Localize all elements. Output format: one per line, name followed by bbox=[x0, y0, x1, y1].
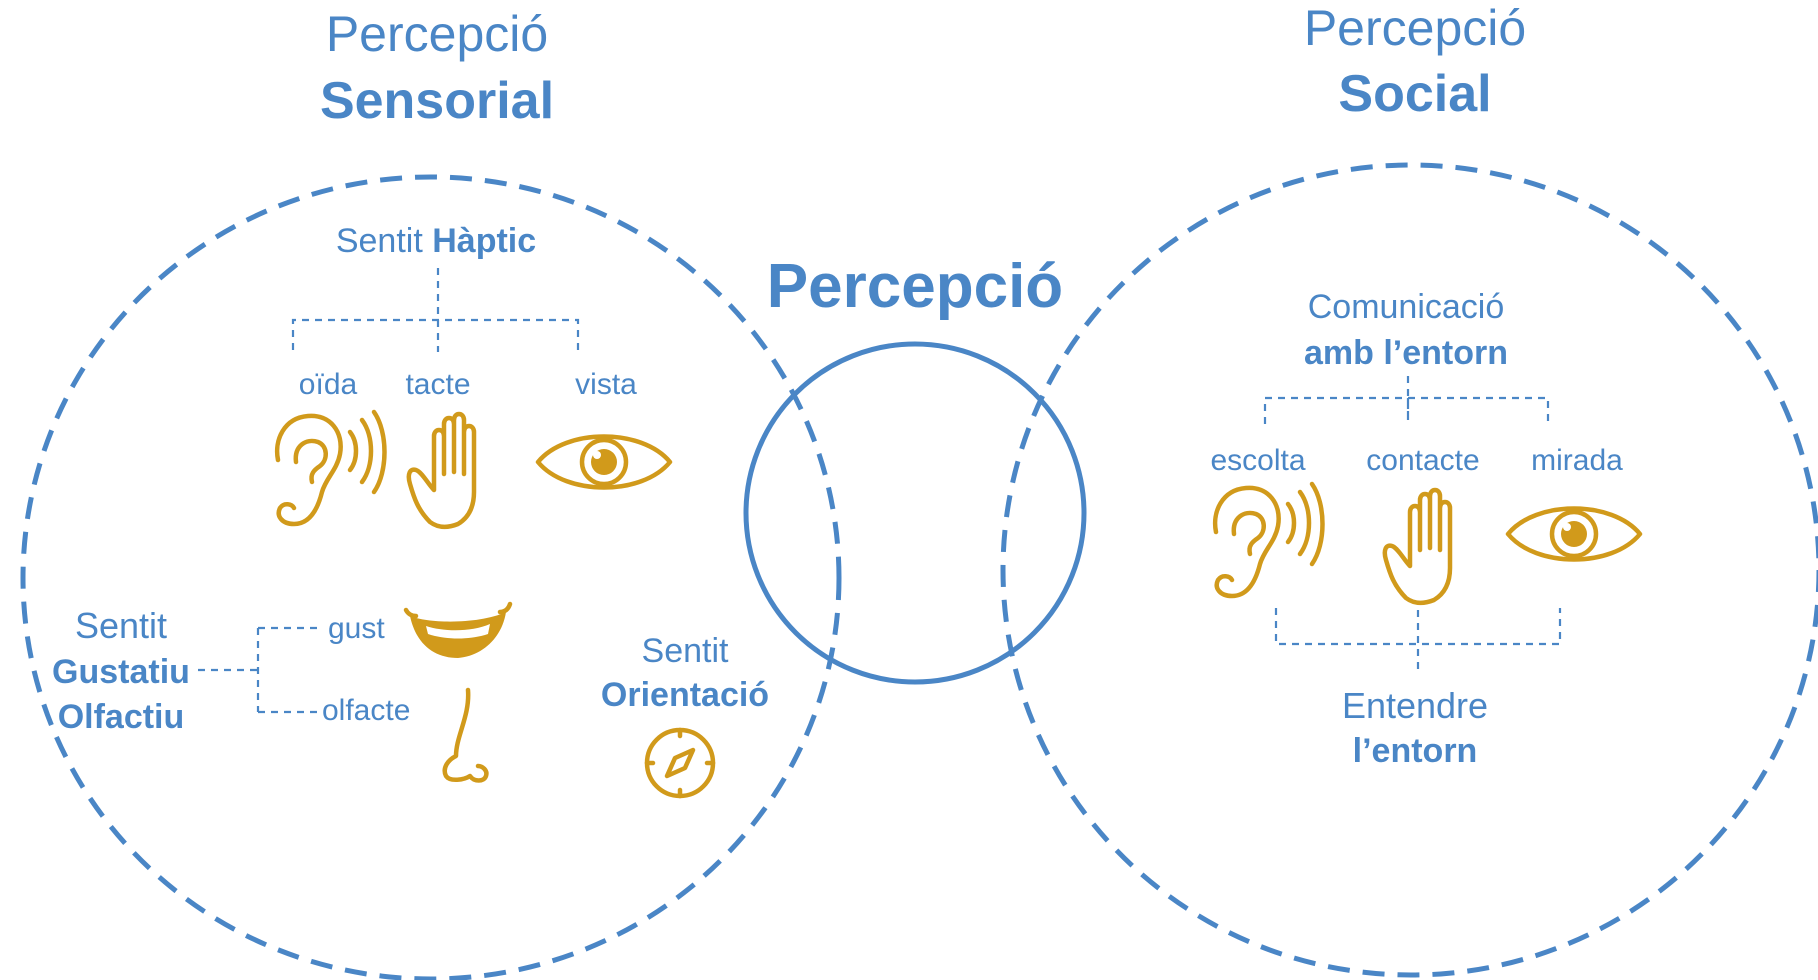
olfacte-label: olfacte bbox=[322, 694, 410, 727]
center-title: Percepció bbox=[767, 252, 1063, 321]
nose-icon bbox=[442, 687, 489, 783]
sense-label-oida: oïda bbox=[299, 368, 358, 401]
sensorial-title-light: Percepció bbox=[326, 6, 548, 62]
ear-icon bbox=[1215, 484, 1322, 596]
ear-icon bbox=[277, 412, 384, 524]
understanding-label-bold: l’entorn bbox=[1353, 732, 1478, 770]
hand-icon bbox=[409, 414, 474, 527]
mouth-icon bbox=[403, 601, 513, 658]
compass-icon bbox=[644, 727, 716, 799]
eye-icon bbox=[538, 437, 670, 488]
social-title-bold: Social bbox=[1338, 65, 1491, 123]
sense-label-escolta: escolta bbox=[1210, 444, 1305, 477]
communication-connector bbox=[1263, 376, 1550, 424]
understanding-connector bbox=[1274, 608, 1562, 672]
sense-label-tacte: tacte bbox=[405, 368, 470, 401]
eye-icon bbox=[1508, 509, 1640, 560]
sensorial-title-bold: Sensorial bbox=[320, 72, 554, 130]
haptic-label: Sentit Hàptic bbox=[336, 222, 536, 260]
communication-label-light: Comunicació bbox=[1308, 288, 1505, 326]
sense-label-mirada: mirada bbox=[1531, 444, 1623, 477]
gustatory-label-bold1: Gustatiu bbox=[52, 653, 190, 691]
social-circle bbox=[1000, 162, 1818, 978]
gust-label: gust bbox=[328, 612, 385, 645]
sense-label-contacte: contacte bbox=[1366, 444, 1479, 477]
sensorial-circle bbox=[20, 174, 842, 980]
gustatory-label-bold2: Olfactiu bbox=[58, 698, 185, 736]
gustatory-label-light: Sentit bbox=[75, 605, 167, 646]
communication-label-bold: amb l’entorn bbox=[1304, 334, 1508, 372]
hand-icon bbox=[1385, 490, 1450, 603]
perception-circle bbox=[743, 341, 1087, 685]
orientation-label-bold: Orientació bbox=[601, 676, 769, 714]
sense-label-vista: vista bbox=[575, 368, 637, 401]
social-title-light: Percepció bbox=[1304, 0, 1526, 56]
gustatory-connector bbox=[198, 626, 320, 714]
understanding-label-light: Entendre bbox=[1342, 685, 1488, 726]
orientation-label-light: Sentit bbox=[642, 632, 729, 670]
haptic-connector bbox=[291, 268, 580, 352]
